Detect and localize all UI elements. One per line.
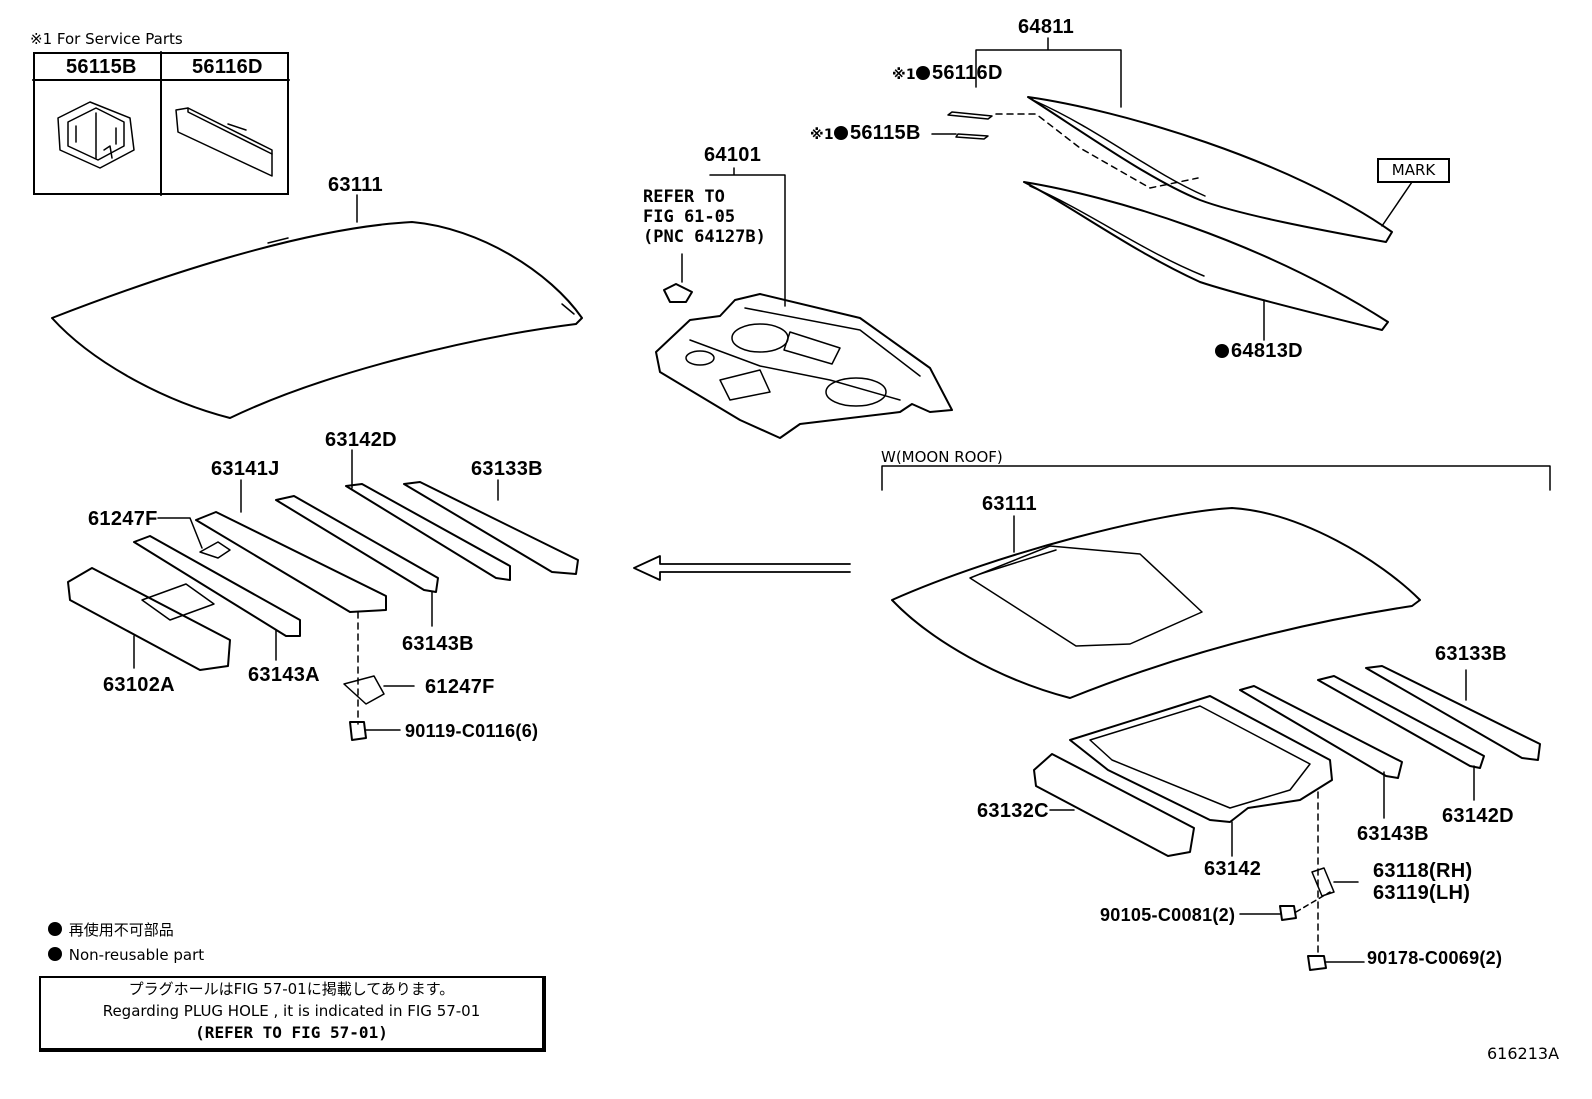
service-part-56116d-label: 56116D [192,56,263,78]
reference-line-refer: (REFER TO FIG 57-01) [195,1023,388,1042]
direction-arrow [633,555,851,581]
service-part-56115b-label: 56115B [66,56,137,78]
nut-label: 90178-C0069(2) [1367,948,1503,968]
bolt-label: 90119-C0116(6) [405,721,539,741]
roof-panel-drawing [51,194,583,419]
refer-line-2: FIG 61-05 [643,207,736,227]
reference-line-jp: プラグホールはFIG 57-01に掲載してあります。 [128,980,455,998]
moon-roof-bracket [881,465,1551,491]
non-reusable-dot-icon [915,66,930,80]
bow-63133b-label: 63133B [471,458,543,480]
spacer-56116d-label: ※1 56116D [892,63,1003,83]
bow-63143a-label: 63143A [248,664,320,686]
spacer-56115b-drawing [57,101,135,169]
non-reusable-dot-icon [48,922,62,936]
moon-roof-bows-drawing [1033,665,1541,971]
package-tray-64101-label: 64101 [704,144,762,166]
dam-number: 64813D [1231,340,1303,362]
moon-roof-heading: W(MOON ROOF) [881,448,1003,466]
spacer-a-number: 56116D [931,62,1003,84]
roof-bows-drawing [67,449,579,741]
spacer-56116d-drawing [175,107,273,177]
bracket-61247f-bottom-label: 61247F [425,676,495,698]
front-header-63102a-label: 63102A [103,674,175,696]
bow-63141j-label: 63141J [211,458,280,480]
moon-roof-panel-drawing [891,507,1421,699]
package-tray-drawing [655,167,953,439]
bow-63143b-label: 63143B [402,633,474,655]
spacer-a-note-mark: ※1 [892,67,916,83]
moon-header-63132c-label: 63132C [977,800,1049,822]
moon-bow-63143b-label: 63143B [1357,823,1429,845]
moon-bow-63133b-label: 63133B [1435,643,1507,665]
refer-line-1: REFER TO [643,187,725,207]
diagram-code: 616213A [1487,1044,1560,1063]
dam-64813d-label: 64813D [1215,341,1303,361]
non-reusable-dot-icon [1215,344,1229,358]
legend-jp-text: 再使用不可部品 [68,921,174,939]
bow-63142d-label: 63142D [325,429,397,451]
moon-reinforcement-63142-label: 63142 [1204,858,1262,880]
non-reusable-dot-icon [48,947,62,961]
moon-bow-63142d-label: 63142D [1442,805,1514,827]
service-parts-heading: ※1 For Service Parts [30,30,183,48]
reference-line-en: Regarding PLUG HOLE , it is indicated in… [102,1002,481,1020]
non-reusable-dot-icon [833,126,848,140]
legend-jp: 再使用不可部品 [48,922,174,938]
bracket-61247f-top-label: 61247F [88,508,158,530]
back-glass-drawing [931,37,1413,341]
refer-line-3: (PNC 64127B) [643,227,766,247]
mark-label: MARK [1377,158,1450,183]
roof-panel-label: 63111 [328,174,383,196]
bracket-rh-label: 63118(RH) [1373,860,1473,882]
spacer-56115b-label: ※1 56115B [810,123,921,143]
legend-en-text: Non-reusable part [68,946,205,964]
legend-en: Non-reusable part [48,947,204,963]
bracket-lh-label: 63119(LH) [1373,882,1471,904]
spacer-b-number: 56115B [849,122,921,144]
glass-64811-label: 64811 [1018,16,1075,38]
spacer-b-note-mark: ※1 [810,127,834,143]
moon-roof-panel-label: 63111 [982,493,1037,515]
screw-label: 90105-C0081(2) [1100,905,1236,925]
plug-hole-reference-box: プラグホールはFIG 57-01に掲載してあります。 Regarding PLU… [39,976,546,1052]
service-parts-table [32,51,290,196]
service-parts-box [33,52,289,195]
